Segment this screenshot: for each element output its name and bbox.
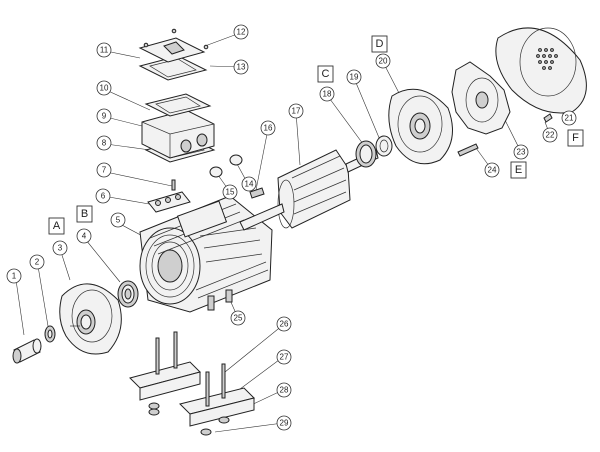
letter-box-C: C — [317, 65, 334, 83]
callout-23: 23 — [513, 144, 529, 160]
callout-7: 7 — [96, 162, 112, 178]
svg-text:7: 7 — [102, 166, 107, 175]
svg-text:27: 27 — [280, 353, 289, 362]
washer-part — [44, 325, 56, 343]
callout-20: 20 — [375, 53, 391, 69]
svg-text:23: 23 — [517, 148, 526, 157]
mounting-feet — [129, 331, 255, 436]
svg-text:11: 11 — [100, 46, 109, 55]
svg-text:26: 26 — [280, 320, 289, 329]
svg-text:3: 3 — [58, 244, 63, 253]
callout-4: 4 — [76, 228, 92, 244]
front-end-shield — [59, 283, 122, 355]
svg-text:6: 6 — [101, 192, 106, 201]
rear-end-shield — [388, 88, 453, 165]
callout-10: 10 — [96, 80, 112, 96]
callout-26: 26 — [276, 316, 292, 332]
callout-1: 1 — [6, 268, 22, 284]
letter-box-D: D — [371, 35, 388, 53]
svg-text:5: 5 — [116, 216, 121, 225]
letter-boxes: A B C D E F — [48, 35, 584, 235]
svg-text:24: 24 — [488, 166, 497, 175]
svg-text:14: 14 — [245, 180, 254, 189]
svg-text:E: E — [515, 164, 522, 176]
svg-text:13: 13 — [237, 63, 246, 72]
svg-text:10: 10 — [100, 84, 109, 93]
callout-16: 16 — [260, 120, 276, 136]
callout-6: 6 — [95, 188, 111, 204]
svg-text:D: D — [376, 38, 384, 50]
callout-17: 17 — [288, 103, 304, 119]
svg-text:1: 1 — [12, 272, 17, 281]
cooling-fan — [451, 61, 511, 135]
fan-cover-grille — [536, 48, 558, 70]
callout-21: 21 — [561, 110, 577, 126]
cover-screw — [543, 113, 553, 123]
svg-text:17: 17 — [292, 107, 301, 116]
svg-text:4: 4 — [82, 232, 87, 241]
letter-box-A: A — [48, 217, 65, 235]
svg-text:29: 29 — [280, 419, 289, 428]
letter-box-F: F — [567, 129, 584, 147]
rear-bearing — [355, 140, 377, 168]
callout-15: 15 — [222, 184, 238, 200]
callout-2: 2 — [29, 254, 45, 270]
svg-text:12: 12 — [237, 28, 246, 37]
fan-screw — [457, 143, 479, 157]
stator-housing — [139, 195, 273, 313]
front-bearing — [117, 280, 139, 308]
svg-text:B: B — [81, 208, 88, 220]
cable-plugs — [209, 154, 243, 178]
svg-text:8: 8 — [102, 139, 107, 148]
fan-cover — [495, 27, 587, 114]
callout-12: 12 — [233, 24, 249, 40]
callout-18: 18 — [319, 86, 335, 102]
callout-8: 8 — [96, 135, 112, 151]
callout-19: 19 — [346, 69, 362, 85]
svg-text:9: 9 — [102, 112, 107, 121]
box-frame — [144, 93, 212, 117]
callout-5: 5 — [110, 212, 126, 228]
svg-text:F: F — [572, 132, 579, 144]
callout-25: 25 — [230, 310, 246, 326]
svg-text:25: 25 — [234, 314, 243, 323]
svg-text:22: 22 — [546, 131, 555, 140]
svg-text:18: 18 — [323, 90, 332, 99]
callout-22: 22 — [542, 127, 558, 143]
svg-text:A: A — [53, 220, 61, 232]
callout-11: 11 — [96, 42, 112, 58]
shaft-end-part — [12, 338, 42, 364]
callout-circles: 1 2 3 4 5 6 7 8 9 10 11 12 13 14 15 16 1… — [6, 24, 577, 431]
letter-box-B: B — [76, 205, 93, 223]
leader-lines — [15, 32, 569, 433]
terminal-block — [147, 179, 191, 213]
svg-text:2: 2 — [35, 258, 40, 267]
svg-text:20: 20 — [379, 57, 388, 66]
box-cover — [138, 28, 209, 63]
callout-24: 24 — [484, 162, 500, 178]
svg-text:C: C — [322, 68, 330, 80]
circlip — [375, 135, 393, 157]
callout-13: 13 — [233, 59, 249, 75]
callout-29: 29 — [276, 415, 292, 431]
callout-27: 27 — [276, 349, 292, 365]
shaft-key — [249, 187, 265, 199]
callout-28: 28 — [276, 382, 292, 398]
letter-box-E: E — [510, 161, 527, 179]
svg-text:16: 16 — [264, 124, 273, 133]
callout-9: 9 — [96, 108, 112, 124]
svg-text:28: 28 — [280, 386, 289, 395]
svg-text:19: 19 — [350, 73, 359, 82]
svg-text:15: 15 — [226, 188, 235, 197]
callout-14: 14 — [241, 176, 257, 192]
callout-3: 3 — [52, 240, 68, 256]
svg-text:21: 21 — [565, 114, 574, 123]
